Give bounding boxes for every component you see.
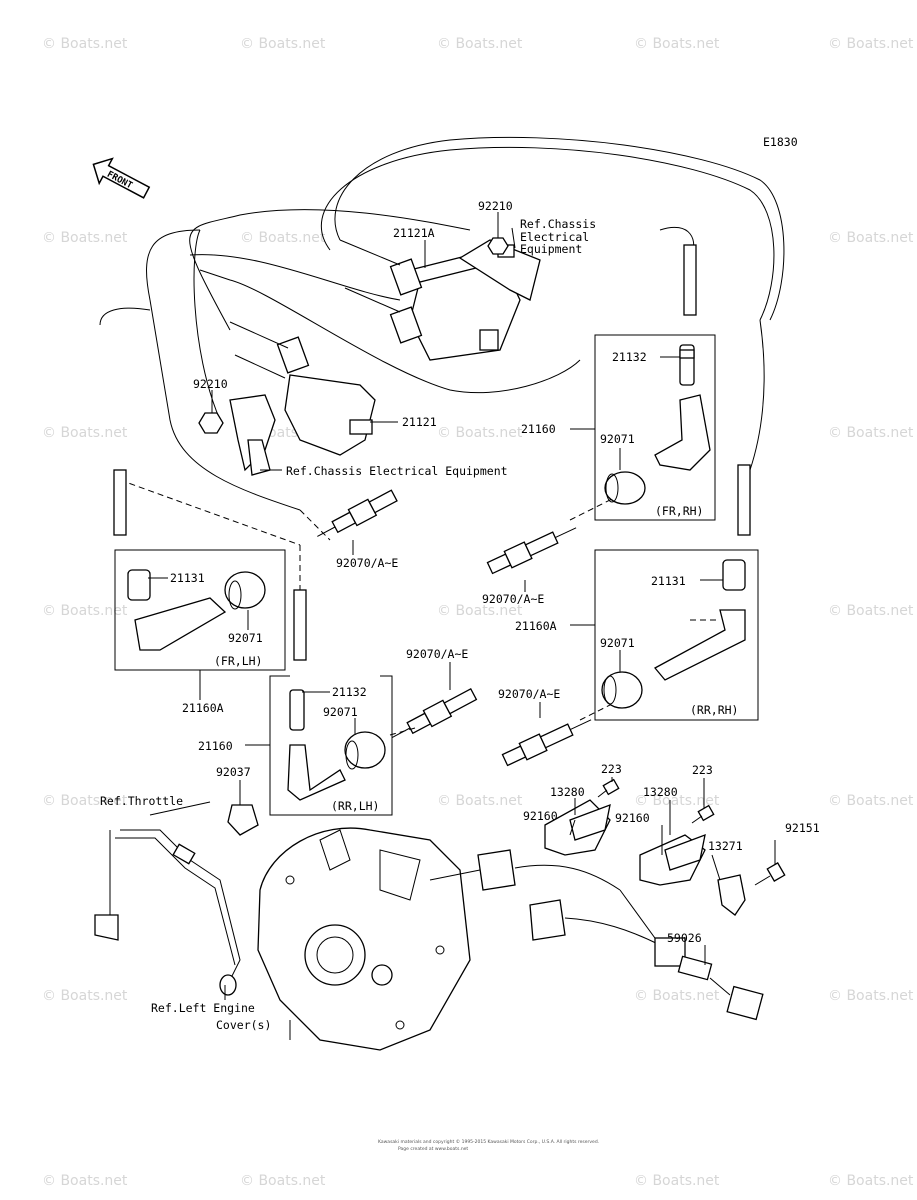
watermark: © Boats.net: [240, 1173, 326, 1189]
watermark: © Boats.net: [42, 230, 128, 246]
bracket-92160-b: [639, 833, 706, 886]
label-21132-fr: 21132: [612, 350, 647, 364]
watermark: © Boats.net: [42, 1173, 128, 1189]
watermark: © Boats.net: [42, 603, 128, 619]
label-223-a: 223: [601, 762, 622, 776]
watermark: © Boats.net: [42, 793, 128, 809]
label-21132-rr: 21132: [332, 685, 367, 699]
label-92210-top: 92210: [478, 199, 513, 213]
label-92071-left: 92071: [228, 631, 263, 645]
left-engine-cover: [257, 827, 471, 1051]
label-13280-a: 13280: [550, 785, 585, 799]
watermark: © Boats.net: [634, 793, 720, 809]
screw-223-a: [597, 778, 620, 798]
label-59026: 59026: [667, 931, 702, 945]
label-rr-rh: (RR,RH): [690, 703, 738, 717]
label-21131-right: 21131: [651, 574, 686, 588]
watermark: © Boats.net: [828, 36, 914, 52]
watermark: © Boats.net: [828, 603, 914, 619]
pickup-coil-harness: [429, 849, 764, 1021]
spark-plug-fr-left: [317, 489, 398, 537]
label-92037: 92037: [216, 765, 251, 779]
watermark-layer: © Boats.net © Boats.net © Boats.net © Bo…: [42, 36, 914, 1189]
ignition-coil-21121A: [339, 239, 541, 361]
label-ref-chassis-c: Equipment: [520, 242, 582, 256]
label-13280-b: 13280: [643, 785, 678, 799]
part-labels: 92210 Ref.Chassis Electrical Equipment 2…: [100, 199, 820, 1032]
label-92070-rr-right: 92070/A~E: [498, 687, 560, 701]
cable-ends: [113, 244, 751, 661]
label-ref-left-engine-b: Cover(s): [216, 1018, 271, 1032]
cable-routing-lines: [99, 136, 785, 511]
label-92070-rr-left: 92070/A~E: [406, 647, 468, 661]
fr-lh-box: [114, 549, 286, 700]
label-92071-right: 92071: [600, 636, 635, 650]
watermark: © Boats.net: [240, 230, 326, 246]
label-92071-rr: 92071: [323, 705, 358, 719]
bolt-92151: [754, 862, 786, 886]
rr-rh-box: [570, 549, 759, 721]
clamp-13271: [717, 874, 746, 916]
watermark: © Boats.net: [437, 425, 523, 441]
watermark: © Boats.net: [828, 988, 914, 1004]
watermark: © Boats.net: [42, 425, 128, 441]
label-21160A-right: 21160A: [515, 619, 557, 633]
label-21160-fr: 21160: [521, 422, 556, 436]
label-21160-rr: 21160: [198, 739, 233, 753]
label-21121A: 21121A: [393, 226, 435, 240]
watermark: © Boats.net: [42, 988, 128, 1004]
label-92160-b: 92160: [615, 811, 650, 825]
bolt-92210-left: [198, 412, 224, 434]
label-223-b: 223: [692, 763, 713, 777]
throttle-cable-bracket: [94, 804, 259, 996]
label-92070-fr-right: 92070/A~E: [482, 592, 544, 606]
copyright-text-2: Page created at www.boats.net: [398, 1146, 468, 1152]
label-ref-chassis-full: Ref.Chassis Electrical Equipment: [286, 464, 508, 478]
label-ref-throttle: Ref.Throttle: [100, 794, 183, 808]
label-92071-fr: 92071: [600, 432, 635, 446]
label-92210-left: 92210: [193, 377, 228, 391]
bracket-92160-a: [544, 799, 611, 856]
spark-plug-rr-right: [501, 719, 592, 767]
watermark: © Boats.net: [437, 793, 523, 809]
label-21131-left: 21131: [170, 571, 205, 585]
front-arrow-icon: FRONT: [92, 157, 151, 199]
label-92070-fr-left: 92070/A~E: [336, 556, 398, 570]
copyright-text: Kawasaki materials and copyright © 1995-…: [378, 1138, 599, 1145]
watermark: © Boats.net: [634, 36, 720, 52]
spark-plug-fr-right: [486, 527, 577, 575]
spark-plug-rr-left: [392, 688, 478, 738]
watermark: © Boats.net: [828, 1173, 914, 1189]
diagram-code: E1830: [763, 135, 798, 149]
watermark: © Boats.net: [240, 36, 326, 52]
rr-lh-box: [245, 675, 393, 816]
label-rr-lh: (RR,LH): [331, 799, 379, 813]
label-fr-lh: (FR,LH): [214, 654, 262, 668]
watermark: © Boats.net: [42, 36, 128, 52]
watermark: © Boats.net: [828, 230, 914, 246]
label-21121: 21121: [402, 415, 437, 429]
fr-rh-box: [570, 334, 716, 521]
screw-223-b: [691, 804, 715, 824]
label-fr-rh: (FR,RH): [655, 504, 703, 518]
watermark: © Boats.net: [437, 36, 523, 52]
ignition-coil-21121: [229, 321, 376, 476]
label-21160A-left: 21160A: [182, 701, 224, 715]
bolt-92210-top: [487, 237, 509, 255]
label-ref-left-engine-a: Ref.Left Engine: [151, 1001, 255, 1015]
label-13271: 13271: [708, 839, 743, 853]
label-ref-chassis-a: Ref.Chassis: [520, 217, 596, 231]
label-92160-a: 92160: [523, 809, 558, 823]
label-ref-chassis-b: Electrical: [520, 230, 589, 244]
watermark: © Boats.net: [634, 988, 720, 1004]
watermark: © Boats.net: [828, 793, 914, 809]
watermark: © Boats.net: [828, 425, 914, 441]
leader-lines: [148, 212, 776, 1040]
watermark: © Boats.net: [634, 1173, 720, 1189]
watermark: © Boats.net: [437, 603, 523, 619]
label-92151: 92151: [785, 821, 820, 835]
